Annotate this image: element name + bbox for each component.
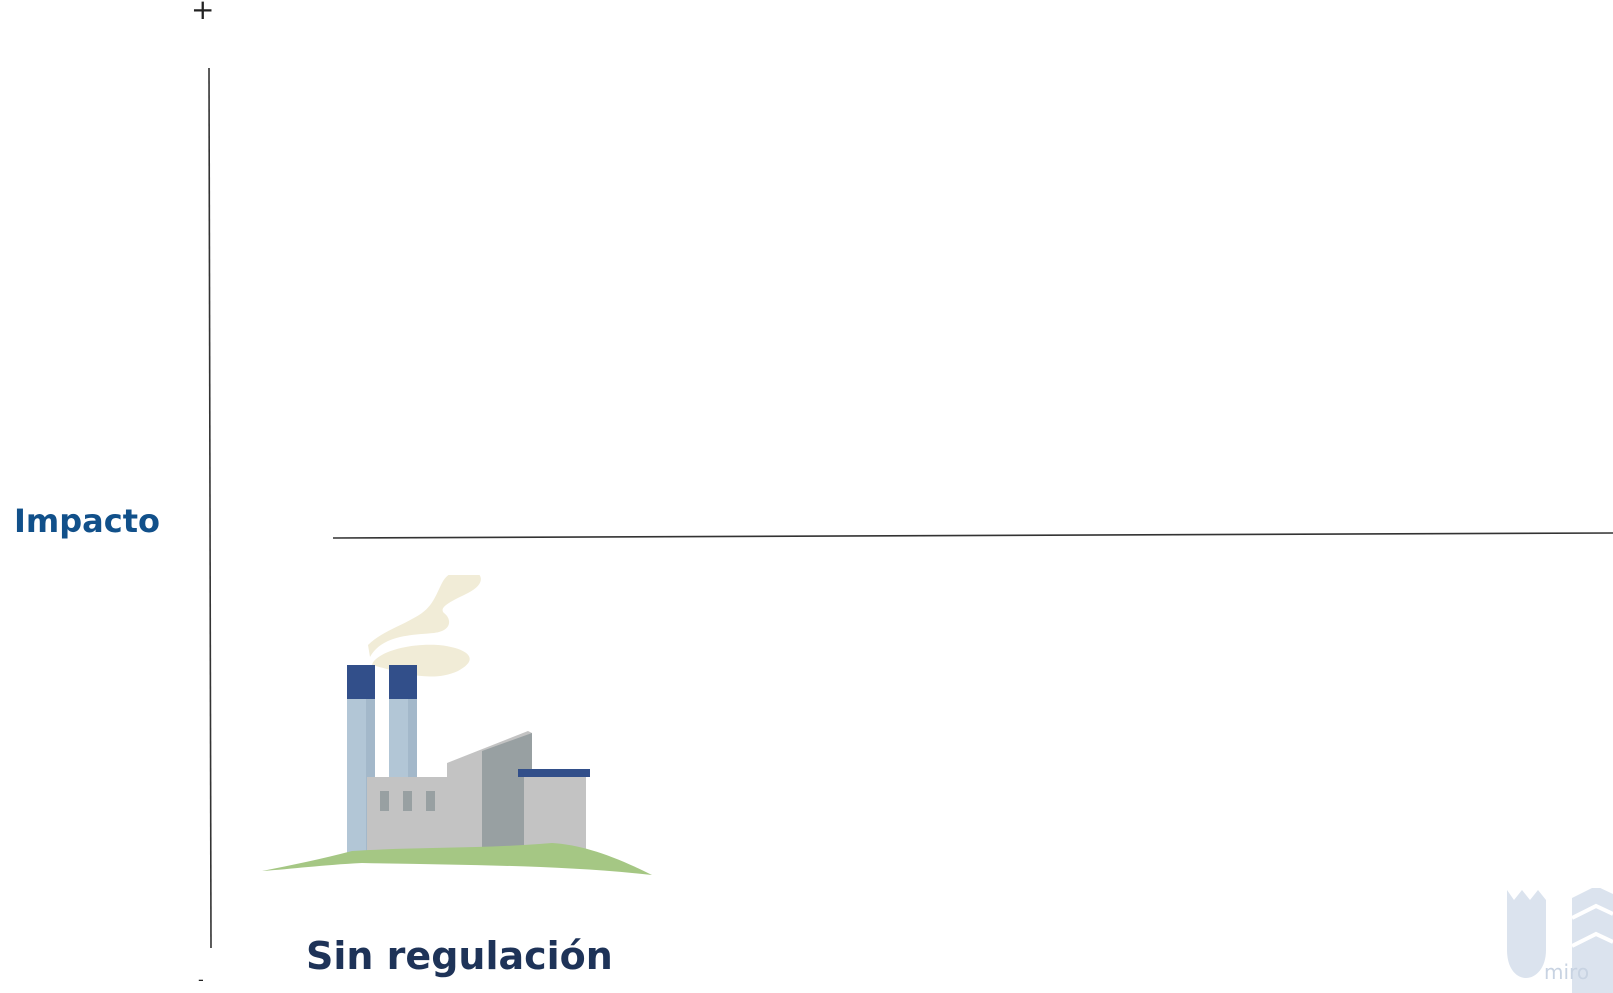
vertical-axis <box>208 67 212 949</box>
ground-icon <box>262 843 652 875</box>
impact-axis-label: Impacto <box>14 502 160 540</box>
smoke-icon <box>368 575 481 657</box>
caption-title: Sin regulación <box>306 934 613 978</box>
factory-icon <box>262 575 652 875</box>
horizontal-axis <box>332 532 1613 539</box>
watermark-text: miro <box>1544 960 1590 984</box>
axis-minus-marker: - <box>198 970 204 989</box>
axis-plus-marker: + <box>191 0 215 26</box>
university-logo-watermark <box>1507 888 1613 993</box>
